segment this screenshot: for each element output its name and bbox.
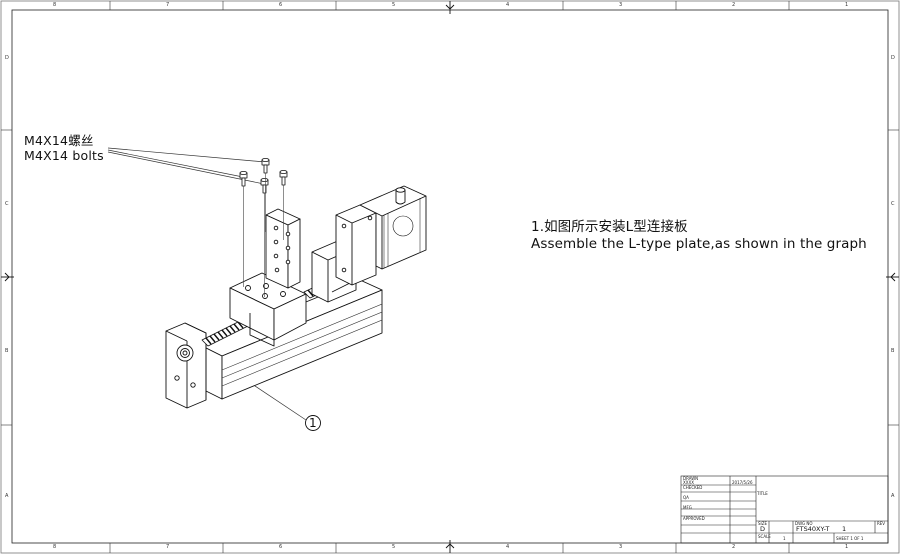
tb-dwg-count: 1 xyxy=(842,525,847,533)
zone-row-left-b: B xyxy=(5,348,9,354)
end-plate-left xyxy=(165,322,207,409)
zone-col-top-3: 3 xyxy=(619,2,623,8)
zone-row-left-a: A xyxy=(5,493,9,499)
zone-col-top-6: 6 xyxy=(279,2,283,8)
zone-col-top-2: 2 xyxy=(732,2,736,8)
zone-col-bottom-6: 6 xyxy=(279,544,283,550)
tb-drawn-label: DRAWN xyxy=(683,476,699,481)
bolt-2 xyxy=(239,170,248,187)
leader-lines xyxy=(107,147,307,421)
zone-col-bottom-5: 5 xyxy=(392,544,396,550)
actuator-assembly-drawing xyxy=(165,157,427,409)
balloon-circle xyxy=(305,415,321,431)
assembly-guides xyxy=(243,173,284,297)
zone-col-bottom-2: 2 xyxy=(732,544,736,550)
zone-col-bottom-7: 7 xyxy=(166,544,170,550)
tb-scale-label: SCALE xyxy=(758,534,771,539)
zone-col-top-7: 7 xyxy=(166,2,170,8)
lead-screw-left xyxy=(201,317,253,347)
tb-qa-label: QA xyxy=(683,495,689,500)
zone-row-right-d: D xyxy=(891,55,895,61)
zone-col-top-5: 5 xyxy=(392,2,396,8)
tb-sheet-label: SHEET 1 OF 1 xyxy=(836,536,864,541)
tb-size-value: D xyxy=(760,525,766,533)
zone-col-top-4: 4 xyxy=(506,2,510,8)
bolt-callout-cn: M4X14螺丝 xyxy=(24,133,94,148)
tb-drawn-name: XXXX xyxy=(683,480,694,485)
tb-drawn-date: 2017/5/26 xyxy=(732,480,753,485)
instruction-cn: 1.如图所示安装L型连接板 xyxy=(531,219,688,235)
zone-col-top-8: 8 xyxy=(53,2,57,8)
zone-row-right-c: C xyxy=(891,201,895,207)
tb-approved-label: APPROVED xyxy=(683,516,705,521)
bolt-3 xyxy=(279,169,288,186)
zone-row-right-a: A xyxy=(891,493,895,499)
item-balloon-number: 1 xyxy=(309,416,317,430)
zone-col-bottom-1: 1 xyxy=(845,544,849,550)
zone-col-bottom-8: 8 xyxy=(53,544,57,550)
instruction-en: Assemble the L-type plate,as shown in th… xyxy=(531,236,867,252)
zone-row-left-c: C xyxy=(5,201,9,207)
zone-col-bottom-4: 4 xyxy=(506,544,510,550)
bolt-callout-en: M4X14 bolts xyxy=(24,148,104,163)
tb-rev-label: REV xyxy=(877,521,886,526)
tb-scale-value: 1 xyxy=(783,536,786,541)
tb-dwg-label: DWG NO xyxy=(795,521,813,526)
title-block-grid xyxy=(680,475,889,544)
tb-checked-label: CHECKED xyxy=(683,485,703,490)
bolt-4 xyxy=(260,177,269,194)
zone-row-left-d: D xyxy=(5,55,9,61)
zone-col-top-1: 1 xyxy=(845,2,849,8)
tb-size-label: SIZE xyxy=(758,521,767,526)
inner-border xyxy=(11,9,889,544)
zone-row-right-b: B xyxy=(891,348,895,354)
bolt-1 xyxy=(261,157,270,174)
tb-dwg-value: FTS40XY-T xyxy=(796,525,830,533)
tb-title-label: TITLE xyxy=(757,491,768,496)
tb-mfg-label: MFG xyxy=(683,505,692,510)
zone-col-bottom-3: 3 xyxy=(619,544,623,550)
